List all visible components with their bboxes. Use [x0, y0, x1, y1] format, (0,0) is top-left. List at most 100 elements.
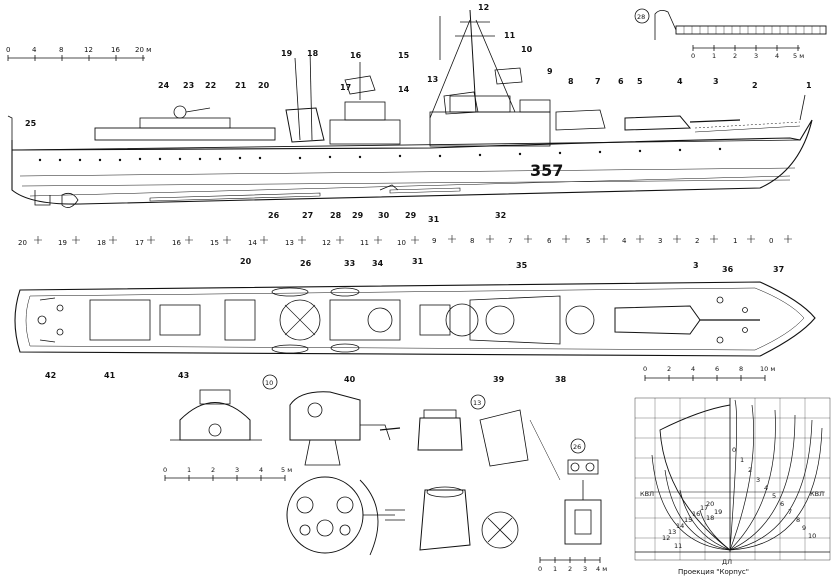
- body-plan: [634, 397, 831, 561]
- svg-text:4: 4: [691, 365, 695, 373]
- svg-text:11: 11: [360, 239, 369, 247]
- svg-text:15: 15: [210, 239, 219, 247]
- svg-text:6: 6: [715, 365, 719, 373]
- svg-text:20: 20: [18, 239, 27, 247]
- svg-text:18: 18: [706, 514, 714, 522]
- svg-text:2: 2: [211, 466, 215, 474]
- svg-text:6: 6: [780, 500, 784, 508]
- svg-text:4: 4: [259, 466, 263, 474]
- svg-text:4 м: 4 м: [596, 565, 607, 573]
- svg-text:10: 10: [397, 239, 406, 247]
- svg-text:2: 2: [748, 466, 752, 474]
- callout: 43: [178, 371, 189, 380]
- callout: 35: [516, 261, 528, 270]
- callout: 2: [752, 81, 758, 90]
- callout: 5: [637, 77, 643, 86]
- svg-text:17: 17: [135, 239, 144, 247]
- svg-text:0: 0: [769, 237, 773, 245]
- turret-detail: 10 0 1 2 3 4 5 м: [163, 374, 405, 556]
- body-plan-caption: Проекция "Корпус": [678, 568, 749, 576]
- plan-scale-bar: 0 2 4 6 8 10 м: [643, 365, 775, 381]
- ladder-scale-tick: 0: [691, 52, 695, 60]
- svg-text:0: 0: [163, 466, 167, 474]
- svg-text:2: 2: [695, 237, 699, 245]
- callout: 19: [281, 49, 293, 58]
- svg-text:1: 1: [733, 237, 737, 245]
- svg-text:8: 8: [739, 365, 743, 373]
- main-scale-tick: 12: [84, 46, 93, 54]
- svg-text:10 м: 10 м: [760, 365, 775, 373]
- body-plan-labels: КВЛ КВЛ ДЛ 0 1 2 3 4 5 6 7 8 9 10 11 12 …: [640, 446, 824, 576]
- main-scale-tick: 4: [32, 46, 37, 54]
- frame-stations: 20 19 18 17 16 15 14 13 12 11 10 9 8 7 6…: [18, 237, 773, 247]
- callout: 22: [205, 81, 216, 90]
- ladder-detail: 28 0 1 2 3 4 5 м: [634, 8, 827, 60]
- profile-callouts: 1 2 3 4 5 6 7 8 9 10 11 12 13 14 15 16 1…: [25, 3, 812, 224]
- callout: 11: [504, 31, 516, 40]
- svg-text:0: 0: [732, 446, 736, 454]
- svg-text:16: 16: [172, 239, 181, 247]
- callout: 28: [637, 13, 645, 21]
- callout: 37: [773, 265, 784, 274]
- callout: 23: [183, 81, 194, 90]
- svg-text:9: 9: [432, 237, 436, 245]
- callout: 4: [677, 77, 683, 86]
- callout: 31: [428, 215, 440, 224]
- callout: 13: [427, 75, 438, 84]
- callout: 28: [330, 211, 342, 220]
- svg-text:1: 1: [740, 456, 744, 464]
- callout: 32: [495, 211, 506, 220]
- svg-text:5 м: 5 м: [281, 466, 292, 474]
- svg-text:10: 10: [808, 532, 816, 540]
- callout: 15: [398, 51, 410, 60]
- side-profile: 3 5 7: [7, 9, 813, 208]
- callout: 34: [372, 259, 384, 268]
- svg-text:12: 12: [662, 534, 670, 542]
- svg-text:19: 19: [58, 239, 67, 247]
- main-scale-tick: 20 м: [135, 46, 151, 54]
- plan-view: [14, 281, 816, 357]
- main-scale-tick: 0: [6, 46, 10, 54]
- svg-text:8: 8: [470, 237, 474, 245]
- svg-text:3: 3: [583, 565, 587, 573]
- svg-text:3: 3: [235, 466, 239, 474]
- callout: 33: [344, 259, 355, 268]
- callout: 24: [158, 81, 170, 90]
- svg-text:18: 18: [97, 239, 106, 247]
- callout: 9: [547, 67, 553, 76]
- callout: 26: [300, 259, 312, 268]
- svg-text:6: 6: [547, 237, 552, 245]
- svg-text:14: 14: [248, 239, 257, 247]
- svg-text:5: 5: [586, 237, 590, 245]
- ladder-scale-tick: 4: [775, 52, 779, 60]
- callout: 36: [722, 265, 734, 274]
- svg-text:2: 2: [568, 565, 572, 573]
- baseline-label: ДЛ: [722, 558, 732, 566]
- svg-text:7: 7: [508, 237, 512, 245]
- callout: 25: [25, 119, 37, 128]
- waterline-label: КВЛ: [810, 490, 824, 498]
- callout: 17: [340, 83, 351, 92]
- callout: 16: [350, 51, 362, 60]
- callout: 3: [713, 77, 719, 86]
- ladder-scale-tick: 1: [712, 52, 716, 60]
- callout: 29: [352, 211, 364, 220]
- svg-text:11: 11: [674, 542, 682, 550]
- callout: 40: [344, 375, 356, 384]
- svg-text:1: 1: [553, 565, 557, 573]
- callout: 38: [555, 375, 567, 384]
- svg-text:3: 3: [756, 476, 760, 484]
- svg-text:2: 2: [667, 365, 671, 373]
- callout: 3: [693, 261, 699, 270]
- svg-text:4: 4: [622, 237, 627, 245]
- callout: 7: [595, 77, 601, 86]
- callout: 21: [235, 81, 247, 90]
- callout: 10: [265, 379, 273, 387]
- svg-text:13: 13: [285, 239, 294, 247]
- main-scale-tick: 16: [111, 46, 120, 54]
- callout: 26: [573, 443, 581, 451]
- plan-callouts: 20 26 33 34 31 35 3 36 37 38 39 40 41 42…: [45, 257, 784, 384]
- director-detail: 13 0 1 2 3 4 м: [417, 394, 607, 573]
- svg-text:7: 7: [788, 508, 792, 516]
